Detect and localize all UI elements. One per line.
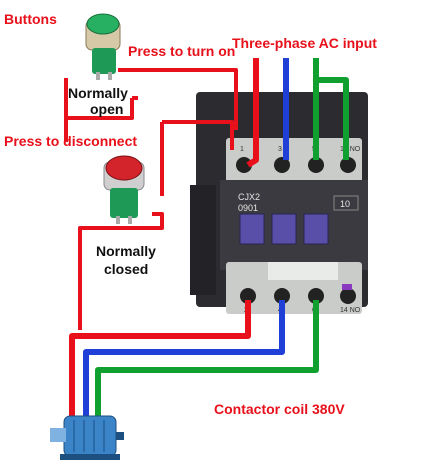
red-output-wire <box>69 300 251 425</box>
contactor-icon: 1 3 5 13 NO 2 4 6 14 NO CJX2 0901 10 <box>190 92 368 314</box>
green-pushbutton-icon <box>85 13 121 80</box>
label-plate <box>268 262 338 280</box>
label-normally-closed-line2: closed <box>104 261 148 277</box>
red-normally-closed-wire <box>78 212 164 330</box>
terminal-screw-1 <box>236 157 252 173</box>
blue-output-wire <box>83 300 285 425</box>
terminal-screw-13 <box>340 157 356 173</box>
motor-shaft <box>116 432 124 440</box>
red-pushbutton-icon <box>103 155 145 224</box>
motor-icon <box>50 415 124 460</box>
label-buttons: Buttons <box>4 11 57 27</box>
green-button-pin-b <box>108 72 112 80</box>
motor-shaft-cap <box>50 428 66 442</box>
green-button-body <box>92 48 116 74</box>
contactor-side-rail <box>190 185 216 295</box>
motor-body <box>63 415 117 457</box>
label-normally-closed-line1: Normally <box>96 243 156 259</box>
red-normally-open-loop <box>64 78 134 120</box>
red-to-contactor-wire <box>162 120 234 150</box>
aux-marker <box>342 284 352 290</box>
terminal-screw-3 <box>274 157 290 173</box>
terminal-screw-5 <box>308 157 324 173</box>
contactor-model: CJX2 <box>238 192 260 202</box>
red-button-body <box>110 188 138 218</box>
label-normally-open-line1: Normally <box>68 85 128 101</box>
label-contactor-coil: Contactor coil 380V <box>214 401 345 417</box>
terminal-screw-6 <box>308 288 324 304</box>
contactor-indicator-right <box>303 213 329 245</box>
contactor-rating: 10 <box>340 199 350 209</box>
contactor-indicator-mid <box>271 213 297 245</box>
red-button-top-wire <box>118 68 238 130</box>
red-button-pin-a <box>116 216 120 224</box>
top-terminal-block <box>226 138 362 182</box>
label-press-to-turn-on: Press to turn on <box>128 43 235 59</box>
contactor-indicator-left <box>239 213 265 245</box>
terminal-label-13: 13 NO <box>340 146 361 153</box>
contactor-model-code: 0901 <box>238 203 258 213</box>
green-output-wire <box>95 300 319 425</box>
red-phase-input-wire <box>246 58 259 168</box>
green-button-cap <box>86 13 120 35</box>
terminal-screw-2 <box>240 288 256 304</box>
green-button-pin-a <box>96 72 100 80</box>
terminal-screw-14 <box>340 288 356 304</box>
rating-box <box>333 195 359 211</box>
terminal-label-1: 1 <box>240 146 244 153</box>
motor-base <box>60 454 120 460</box>
terminal-label-3: 3 <box>278 146 282 153</box>
label-press-to-disconnect: Press to disconnect <box>4 133 137 149</box>
label-three-phase-ac-input: Three-phase AC input <box>232 35 377 51</box>
label-normally-open-line2: open <box>90 101 123 117</box>
red-button-cap <box>105 155 143 181</box>
red-button-pin-b <box>128 216 132 224</box>
terminal-label-14: 14 NO <box>340 307 361 314</box>
green-aux-wire <box>318 77 349 160</box>
terminal-screw-4 <box>274 288 290 304</box>
